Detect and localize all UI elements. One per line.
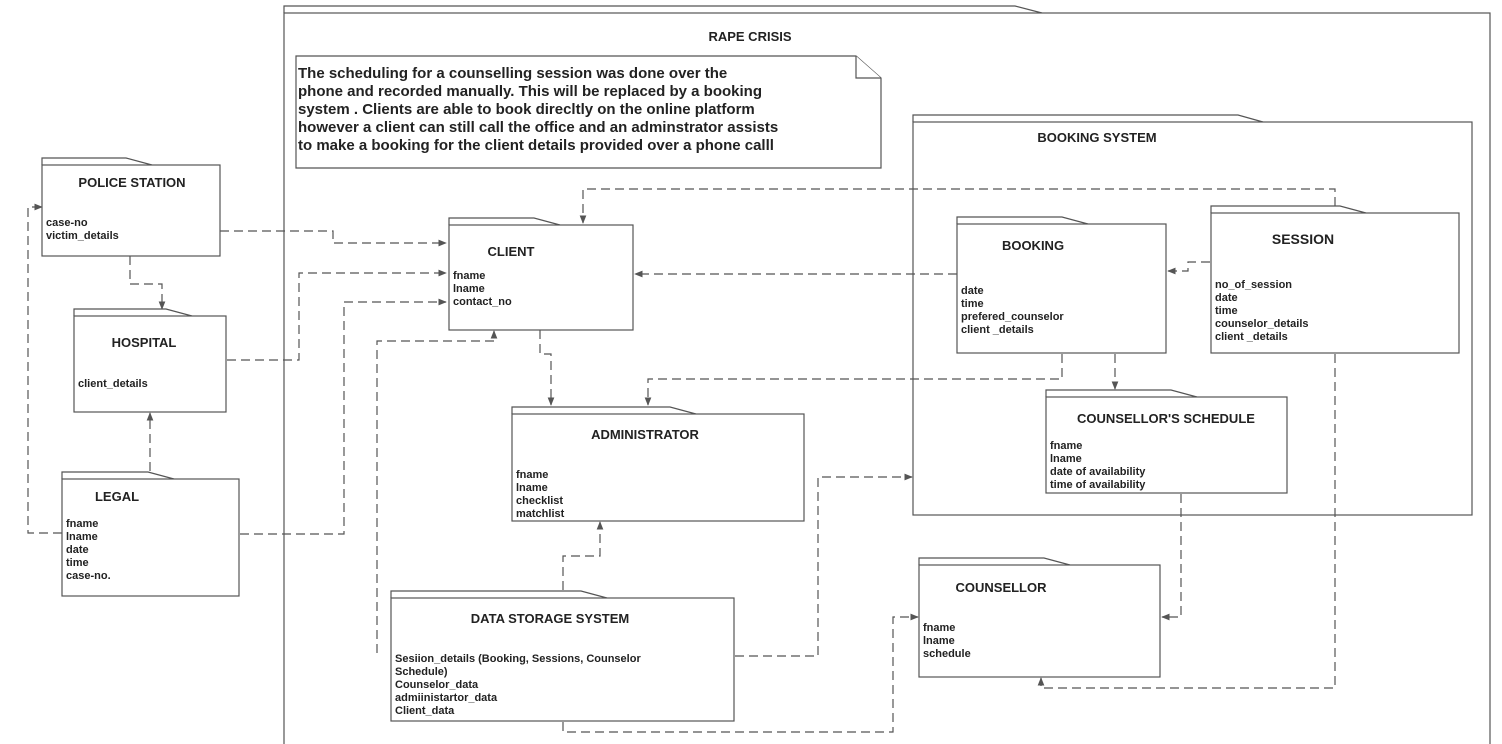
booking-title: BOOKING (1002, 238, 1064, 253)
note-line: system . Clients are able to book direcl… (298, 101, 755, 118)
session-attribute: time (1215, 305, 1238, 317)
client-package: CLIENT fname lname contact_no (448, 217, 634, 331)
administrator-attribute: lname (516, 482, 548, 494)
administrator-attribute: matchlist (516, 508, 565, 520)
police-to-hospital-connector (129, 256, 166, 310)
booking-system-title: BOOKING SYSTEM (1037, 130, 1156, 145)
legal-to-police-connector (27, 203, 62, 534)
administrator-attribute: fname (516, 469, 548, 481)
counsellor-attribute: fname (923, 622, 955, 634)
legal-package: LEGAL fname lname date time case-no. (61, 471, 240, 597)
client-attribute: contact_no (453, 296, 512, 308)
session-attribute: counselor_details (1215, 318, 1309, 330)
session-attribute: date (1215, 292, 1238, 304)
counsellor-schedule-package: COUNSELLOR'S SCHEDULE fname lname date o… (1045, 389, 1288, 494)
legal-attribute: time (66, 557, 89, 569)
booking-attribute: prefered_counselor (961, 311, 1064, 323)
data-storage-package: DATA STORAGE SYSTEM Sesiion_details (Boo… (390, 590, 735, 722)
scheduling-note: The scheduling for a counselling session… (295, 55, 882, 169)
counsellor-schedule-title: COUNSELLOR'S SCHEDULE (1077, 411, 1255, 426)
session-to-client-connector (579, 188, 1336, 224)
note-line: phone and recorded manually. This will b… (298, 83, 762, 100)
counsellor-package: COUNSELLOR fname lname schedule (918, 557, 1161, 678)
police-station-attribute: case-no (46, 217, 88, 229)
police-station-package: POLICE STATION case-no victim_details (41, 157, 221, 257)
counsellor-title: COUNSELLOR (956, 580, 1048, 595)
administrator-package: ADMINISTRATOR fname lname checklist matc… (511, 406, 805, 522)
client-to-administrator-connector (539, 330, 555, 406)
counsellor-attribute: lname (923, 635, 955, 647)
police-station-title: POLICE STATION (78, 175, 185, 190)
note-line: The scheduling for a counselling session… (298, 65, 727, 82)
administrator-title: ADMINISTRATOR (591, 427, 699, 442)
booking-to-administrator-connector (644, 354, 1063, 406)
data-storage-attribute: admiinistartor_data (395, 692, 498, 704)
storage-to-client-connector (376, 330, 498, 653)
administrator-attribute: checklist (516, 495, 563, 507)
storage-to-counsellor-connector (562, 613, 919, 733)
counsellor-schedule-attribute: time of availability (1050, 479, 1146, 491)
storage-to-booking-system-connector (735, 473, 913, 657)
hospital-title: HOSPITAL (112, 335, 177, 350)
legal-attribute: fname (66, 518, 98, 530)
client-title: CLIENT (488, 244, 535, 259)
storage-to-administrator-connector (562, 521, 604, 590)
booking-attribute: client _details (961, 324, 1034, 336)
frame-title: RAPE CRISIS (708, 29, 791, 44)
counsellor-schedule-attribute: date of availability (1050, 466, 1146, 478)
note-line: however a client can still call the offi… (298, 119, 778, 136)
counsellor-schedule-attribute: lname (1050, 453, 1082, 465)
data-storage-attribute: Sesiion_details (Booking, Sessions, Coun… (395, 653, 641, 665)
session-attribute: client _details (1215, 331, 1288, 343)
counsellor-schedule-attribute: fname (1050, 440, 1082, 452)
booking-attribute: date (961, 285, 984, 297)
legal-attribute: date (66, 544, 89, 556)
connectors (27, 188, 1336, 733)
data-storage-attribute: Client_data (395, 705, 455, 717)
counsellor-attribute: schedule (923, 648, 971, 660)
police-to-client-connector (220, 230, 447, 247)
hospital-to-client-connector (227, 269, 447, 361)
booking-attribute: time (961, 298, 984, 310)
police-station-attribute: victim_details (46, 230, 119, 242)
data-storage-attribute: Schedule) (395, 666, 448, 678)
legal-attribute: case-no. (66, 570, 111, 582)
note-line: to make a booking for the client details… (298, 137, 774, 154)
session-attribute: no_of_session (1215, 279, 1292, 291)
session-package: SESSION no_of_session date time counselo… (1210, 205, 1460, 354)
data-storage-attribute: Counselor_data (395, 679, 479, 691)
data-storage-title: DATA STORAGE SYSTEM (471, 611, 629, 626)
client-attribute: fname (453, 270, 485, 282)
booking-package: BOOKING date time prefered_counselor cli… (956, 216, 1167, 354)
client-attribute: lname (453, 283, 485, 295)
hospital-attribute: client_details (78, 378, 148, 390)
hospital-package: HOSPITAL client_details (73, 308, 227, 413)
session-to-counsellor-connector (1037, 354, 1336, 689)
legal-to-client-connector (240, 298, 447, 535)
legal-title: LEGAL (95, 489, 139, 504)
session-title: SESSION (1272, 231, 1334, 247)
legal-attribute: lname (66, 531, 98, 543)
